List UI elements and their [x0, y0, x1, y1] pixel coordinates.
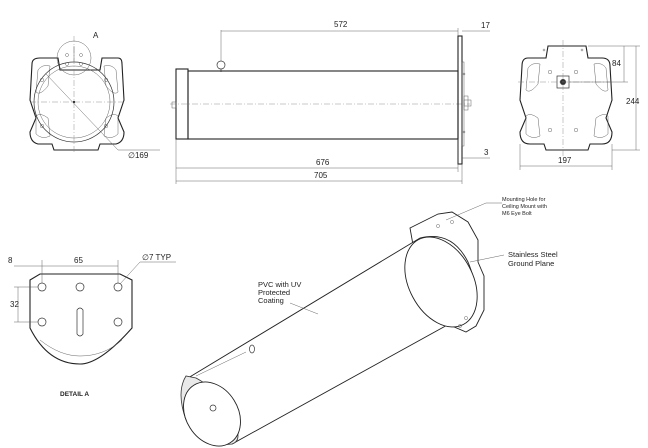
pvc-coating-callout: PVC with UV Protected Coating	[258, 280, 303, 305]
front-view: A ∅169	[29, 31, 160, 160]
dim-32: 32	[10, 300, 19, 309]
diameter-label: ∅169	[128, 151, 149, 160]
back-view: 84 244 197	[518, 40, 640, 170]
ground-plane-callout: Stainless Steel Ground Plane	[508, 250, 560, 268]
dim-3: 3	[484, 148, 489, 157]
mounting-hole-line-3: M6 Eye Bolt	[502, 211, 532, 217]
dim-676: 676	[316, 158, 330, 167]
pvc-coating-line-1: PVC with UV	[258, 280, 301, 289]
mounting-hole-line-2: Ceiling Mount with	[502, 204, 547, 210]
isometric-view: Mounting Hole for Ceiling Mount with M6 …	[180, 197, 560, 447]
mounting-hole-line-1: Mounting Hole for	[502, 197, 546, 203]
detail-a-title: DETAIL A	[60, 391, 89, 398]
hole-diameter-label: ∅7 TYP	[142, 253, 171, 262]
ground-plane-line-1: Stainless Steel	[508, 250, 558, 259]
dim-65: 65	[74, 256, 83, 265]
ground-plane-line-2: Ground Plane	[508, 259, 554, 268]
dim-17: 17	[481, 21, 490, 30]
pvc-coating-line-3: Coating	[258, 296, 284, 305]
dim-244: 244	[626, 97, 640, 106]
dim-572: 572	[334, 20, 348, 29]
dim-8: 8	[8, 256, 13, 265]
mounting-hole-callout: Mounting Hole for Ceiling Mount with M6 …	[502, 197, 548, 217]
pvc-coating-line-2: Protected	[258, 288, 290, 297]
side-view: 572 17 676 3 705	[170, 20, 490, 184]
dim-705: 705	[314, 171, 328, 180]
detail-a-view: 8 65 ∅7 TYP 32 DETAIL A	[8, 253, 176, 398]
dim-197: 197	[558, 156, 572, 165]
detail-marker: A	[93, 31, 99, 40]
dim-84: 84	[612, 59, 621, 68]
